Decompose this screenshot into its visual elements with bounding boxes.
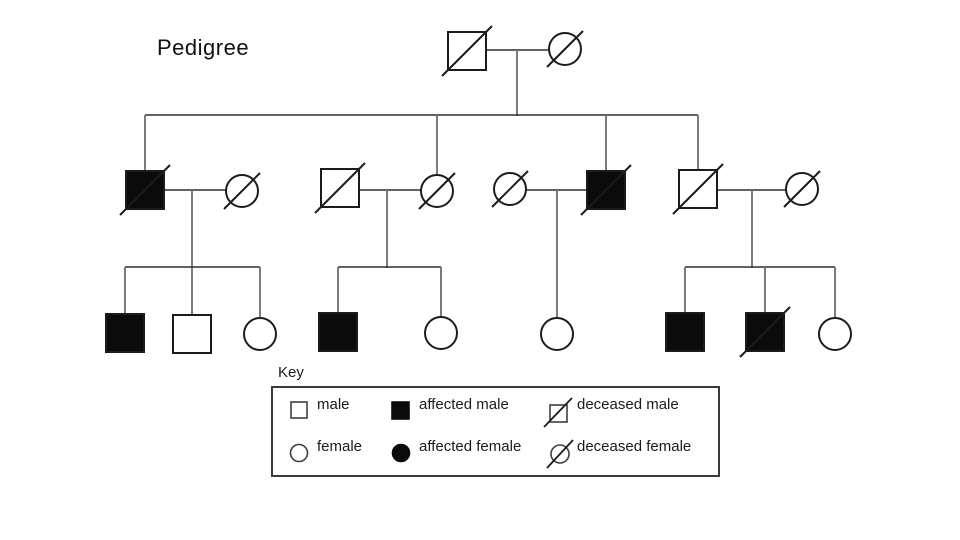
key-deceased-male-icon xyxy=(538,393,578,433)
deceased-slash-I-2 xyxy=(546,30,584,68)
deceased-slash-II-1 xyxy=(119,164,171,216)
deceased-slash-II-8 xyxy=(783,170,821,208)
individual-III-1 xyxy=(105,313,145,353)
key-affected-female-label: affected female xyxy=(419,438,522,455)
page-title: Pedigree xyxy=(157,35,250,60)
key-affected-female-icon xyxy=(380,435,420,475)
key-label: Key xyxy=(278,364,304,381)
key-box: male affected male deceased male female … xyxy=(271,386,720,477)
deceased-slash-III-8 xyxy=(739,306,791,358)
key-female-label: female xyxy=(317,438,363,455)
individual-III-6 xyxy=(540,317,574,351)
individual-III-3 xyxy=(243,317,277,351)
key-deceased-male-label: deceased male xyxy=(577,396,679,413)
individual-III-9 xyxy=(818,317,852,351)
deceased-slash-II-3 xyxy=(314,162,366,214)
individual-III-5 xyxy=(424,316,458,350)
key-male-label: male xyxy=(317,396,350,413)
individual-III-7 xyxy=(665,312,705,352)
deceased-slash-I-1 xyxy=(441,25,493,77)
deceased-slash-II-5 xyxy=(491,170,529,208)
key-female-icon xyxy=(276,435,316,475)
deceased-slash-II-2 xyxy=(223,172,261,210)
individual-III-2 xyxy=(172,314,212,354)
key-male-icon xyxy=(276,393,316,433)
deceased-slash-II-6 xyxy=(580,164,632,216)
key-deceased-female-icon xyxy=(540,432,580,472)
deceased-slash-II-4 xyxy=(418,172,456,210)
key-deceased-female-label: deceased female xyxy=(577,438,692,455)
key-affected-male-label: affected male xyxy=(419,396,509,413)
deceased-slash-II-7 xyxy=(672,163,724,215)
individual-III-4 xyxy=(318,312,358,352)
key-affected-male-icon xyxy=(380,393,420,433)
